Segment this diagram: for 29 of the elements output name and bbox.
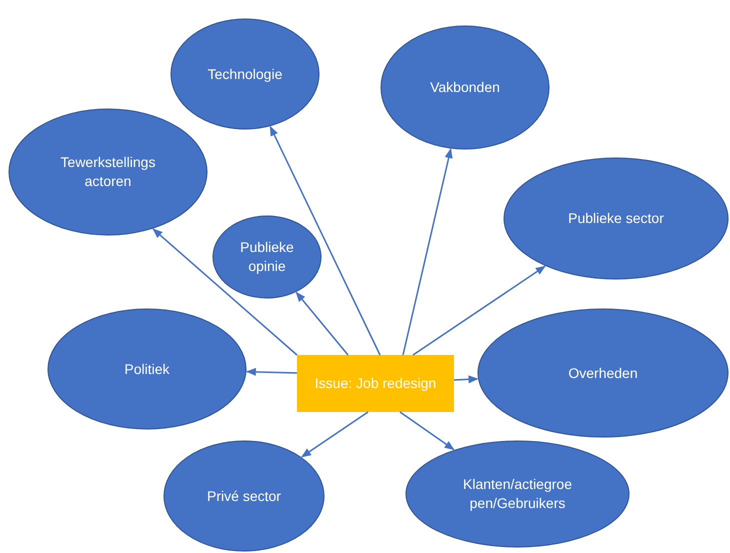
stakeholder-label: Overheden <box>568 364 638 382</box>
stakeholder-label: Publieke opinie <box>239 238 295 276</box>
stakeholder-ellipse <box>212 215 322 299</box>
stakeholder-ellipse <box>477 308 729 438</box>
issue-box <box>297 355 454 412</box>
arrow <box>296 292 349 356</box>
arrow <box>270 126 381 356</box>
stakeholder-label: Vakbonden <box>430 78 500 97</box>
arrow <box>412 266 546 356</box>
arrow <box>301 411 368 458</box>
stakeholder-ellipse <box>405 440 630 548</box>
stakeholder-ellipse <box>170 18 320 130</box>
arrow <box>152 228 298 356</box>
stakeholder-ellipse <box>503 157 729 280</box>
stakeholder-label: Technologie <box>208 64 282 84</box>
stakeholder-label: Privé sector <box>207 486 281 506</box>
stakeholder-ellipse <box>163 440 325 552</box>
arrow <box>402 148 453 356</box>
stakeholder-ellipse <box>8 108 208 236</box>
arrow <box>400 411 455 450</box>
stakeholder-label: Tewerkstellings actoren <box>60 153 156 191</box>
stakeholder-ellipse <box>47 308 247 430</box>
arrow <box>454 375 479 384</box>
arrow <box>246 368 298 376</box>
stakeholder-ellipse <box>380 25 550 150</box>
stakeholder-label: Klanten/actiegroe pen/Gebruikers <box>462 475 573 513</box>
issue-label: Issue: Job redesign <box>314 374 436 393</box>
stakeholder-label: Publieke sector <box>568 209 664 228</box>
stakeholder-label: Politiek <box>124 360 170 378</box>
